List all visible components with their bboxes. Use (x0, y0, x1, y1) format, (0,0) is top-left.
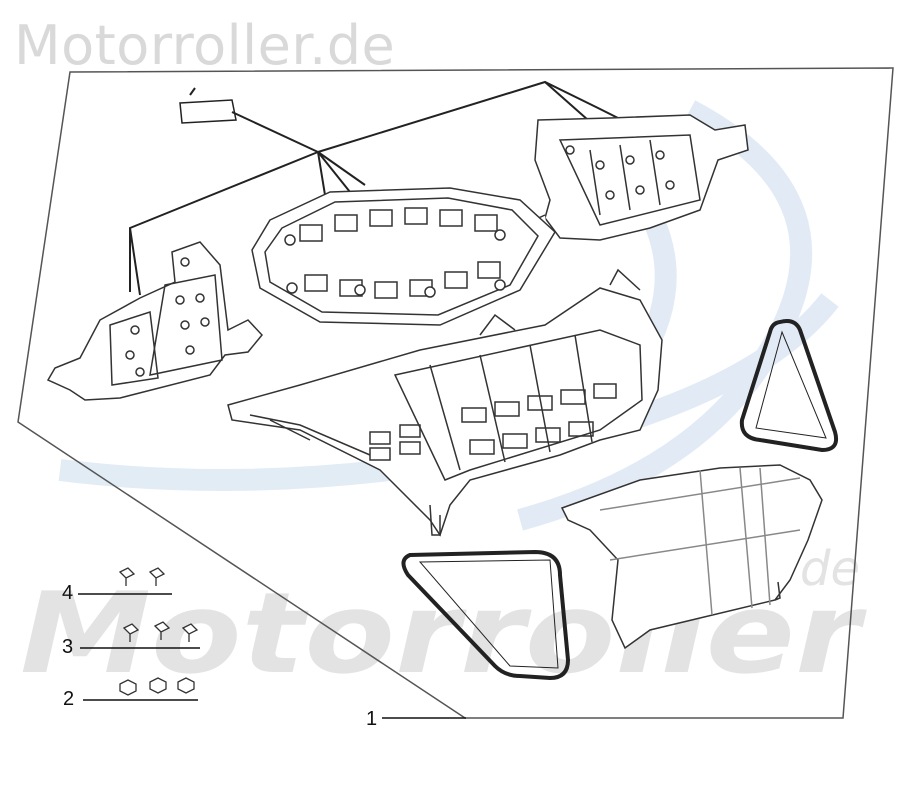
callout-label: 3 (62, 636, 74, 658)
callout-label: 1 (366, 708, 378, 730)
tail-light-housing (227, 268, 663, 537)
tail-lens-cover (560, 464, 823, 650)
wiring-harness (129, 80, 623, 296)
callout-label: 4 (62, 582, 74, 604)
screw-set-3 (122, 621, 199, 642)
nut-set-2 (119, 677, 195, 696)
callout-label: 2 (63, 688, 75, 710)
left-lens-gasket (401, 549, 571, 681)
led-circuit-board (251, 187, 556, 326)
screw-set-4 (118, 567, 166, 586)
leader-lines (78, 593, 466, 719)
right-lens-gasket (739, 319, 839, 453)
watermark-top: Motorroller.de (14, 14, 396, 77)
top-right-lamp-bracket (528, 114, 749, 241)
left-lamp-bracket (46, 241, 263, 401)
watermark-bottom-suffix: de (800, 541, 860, 597)
assembly-frame (17, 67, 894, 719)
